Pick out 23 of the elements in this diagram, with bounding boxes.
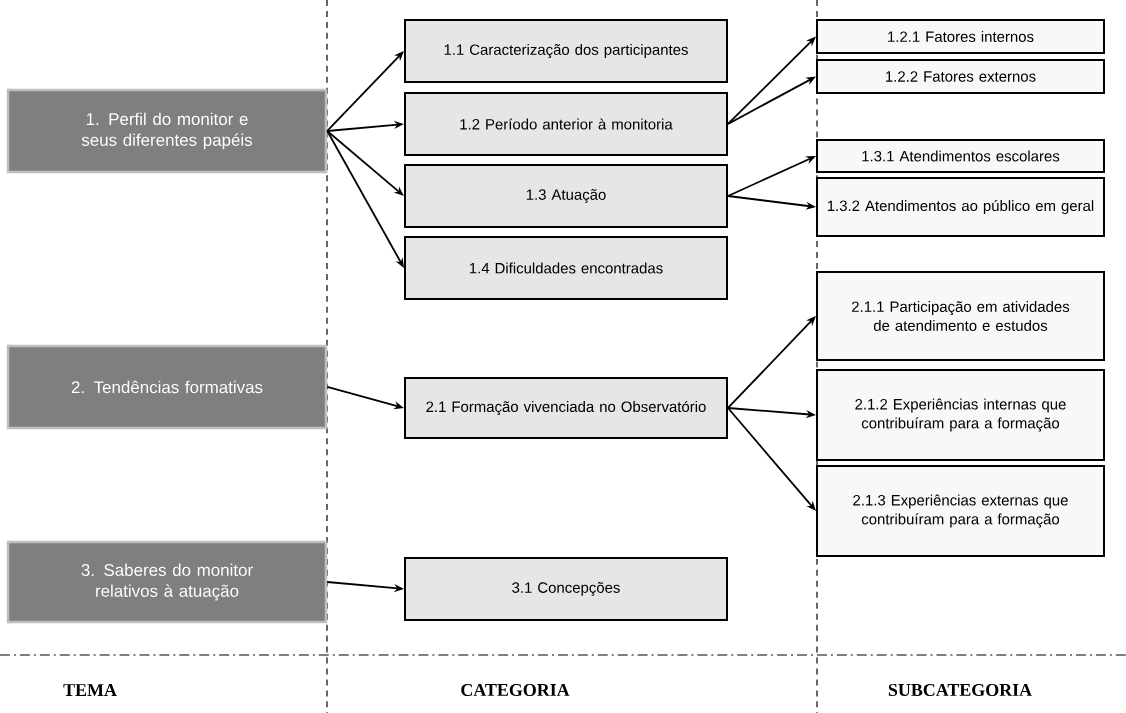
category-box: 1.2 Período anterior à monitoria xyxy=(404,92,728,156)
theme-box: 2. Tendências formativas xyxy=(6,344,328,430)
subcategory-box: 2.1.1 Participação em atividades de atendimento e estudos xyxy=(816,271,1105,361)
category-box: 1.4 Dificuldades encontradas xyxy=(404,236,728,300)
category-box: 1.3 Atuação xyxy=(404,164,728,228)
arrow xyxy=(326,51,404,132)
column-heading: TEMA xyxy=(63,684,117,696)
theme-box: 1. Perfil do monitor e seus diferentes papéis xyxy=(6,88,328,174)
category-box: 3.1 Concepções xyxy=(404,557,728,621)
subcategory-box: 1.2.1 Fatores internos xyxy=(816,19,1105,54)
subcategory-box: 1.2.2 Fatores externos xyxy=(816,59,1105,94)
subcategory-box: 2.1.3 Experiências externas que contribuíram para a formação xyxy=(816,465,1105,557)
column-heading: CATEGORIA xyxy=(461,683,570,696)
subcategory-box: 1.3.2 Atendimentos ao público em geral xyxy=(816,177,1105,237)
subcategory-box: 1.3.1 Atendimentos escolares xyxy=(816,139,1105,173)
arrow xyxy=(727,407,816,511)
category-box: 1.1 Caracterização dos participantes xyxy=(404,19,728,83)
arrow xyxy=(326,130,404,196)
category-box: 2.1 Formação vivenciada no Observatório xyxy=(404,377,728,439)
theme-box: 3. Saberes do monitor relativos à atuação xyxy=(6,540,328,624)
arrow xyxy=(727,316,816,409)
subcategory-box: 2.1.2 Experiências internas que contribuíram para a formação xyxy=(816,369,1105,461)
column-heading: SUBCATEGORIA xyxy=(888,683,1032,696)
